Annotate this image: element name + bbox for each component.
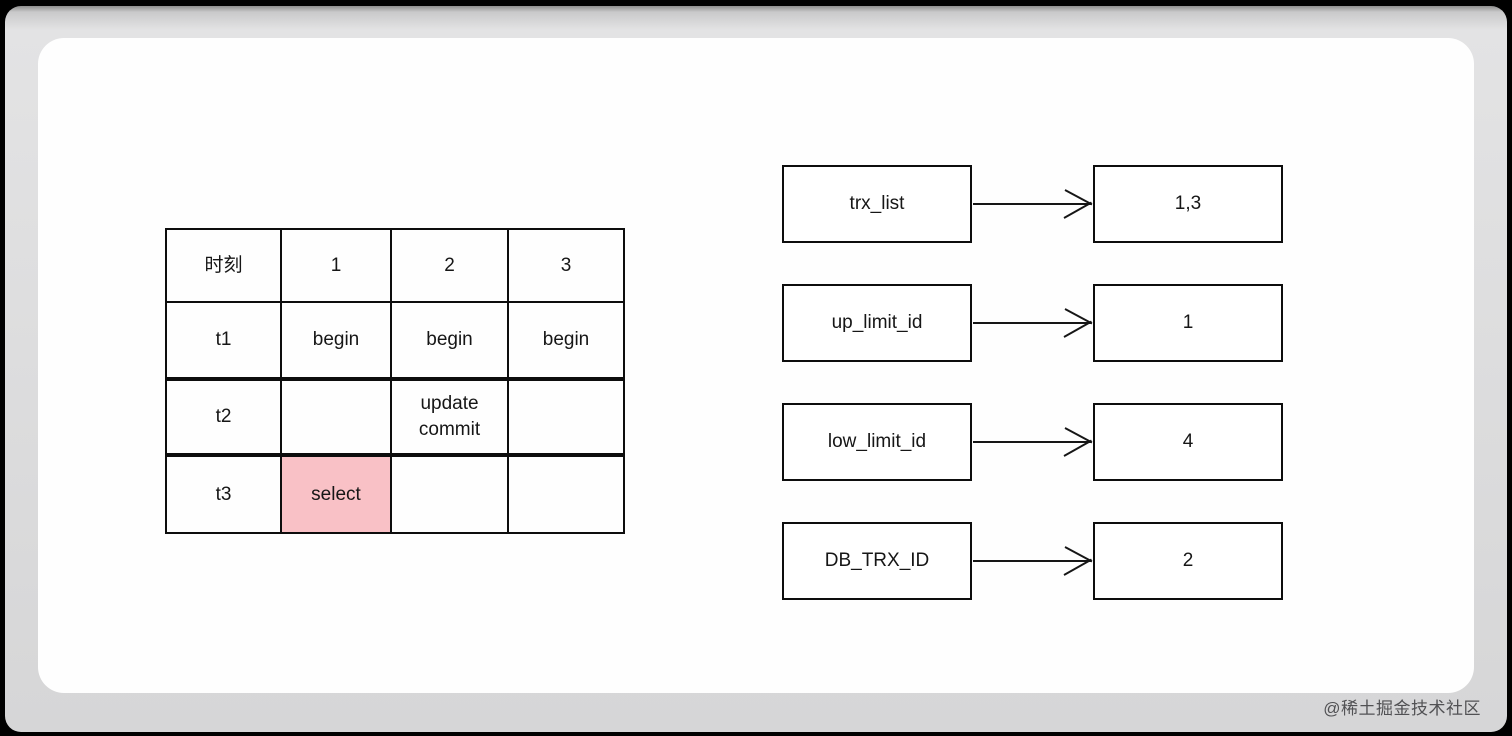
value-box: 1,3 [1093,165,1283,243]
pair-row-up-limit-id: up_limit_id 1 [782,284,1283,362]
highlight-cell-select: select [280,453,392,534]
label-box: DB_TRX_ID [782,522,972,600]
row-label-cell: t2 [165,377,282,456]
diagram-canvas: 时刻 1 2 3 t1 begin begin begin t2 update … [38,38,1474,693]
arrow-right-icon [973,427,1093,457]
arrow-right-icon [973,308,1093,338]
transaction-timeline-table: 时刻 1 2 3 t1 begin begin begin t2 update … [165,228,625,534]
cell-t3-trx3 [507,453,625,534]
table-row-t2: t2 update commit [165,377,625,456]
header-cell-trx2: 2 [390,228,509,303]
cell-t2-trx2: update commit [390,377,509,456]
row-label-cell: t3 [165,453,282,534]
watermark: @稀土掘金技术社区 [1323,699,1481,718]
cell-t1-trx3: begin [507,301,625,380]
cell-t1-trx2: begin [390,301,509,380]
arrow-right-icon [973,546,1093,576]
pair-row-db-trx-id: DB_TRX_ID 2 [782,522,1283,600]
arrow-right-icon [973,189,1093,219]
value-box: 4 [1093,403,1283,481]
header-cell-time: 时刻 [165,228,282,303]
table-row-t1: t1 begin begin begin [165,301,625,380]
cell-t3-trx2 [390,453,509,534]
header-cell-trx1: 1 [280,228,392,303]
label-box: trx_list [782,165,972,243]
row-label-cell: t1 [165,301,282,380]
header-cell-trx3: 3 [507,228,625,303]
pair-row-trx-list: trx_list 1,3 [782,165,1283,243]
table-header-row: 时刻 1 2 3 [165,228,625,303]
label-box: up_limit_id [782,284,972,362]
cell-t1-trx1: begin [280,301,392,380]
pair-row-low-limit-id: low_limit_id 4 [782,403,1283,481]
cell-t2-trx1 [280,377,392,456]
value-box: 2 [1093,522,1283,600]
table-row-t3: t3 select [165,453,625,534]
cell-t2-trx3 [507,377,625,456]
label-box: low_limit_id [782,403,972,481]
value-box: 1 [1093,284,1283,362]
